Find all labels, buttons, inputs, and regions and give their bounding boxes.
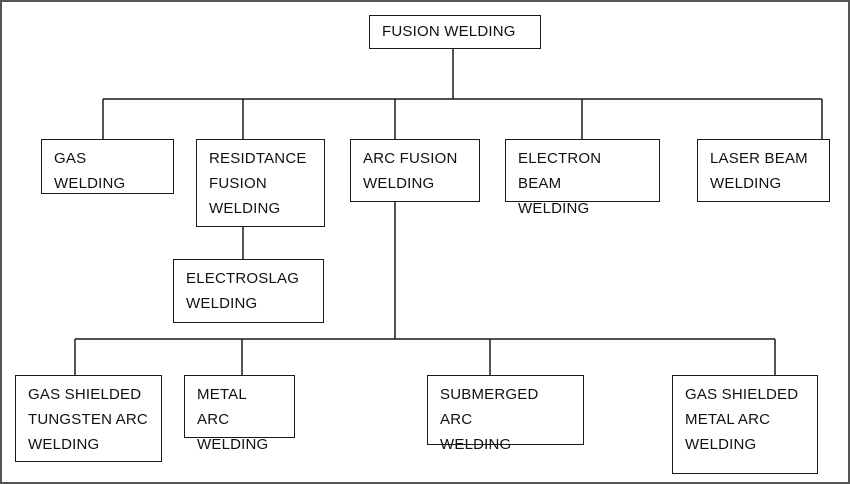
node-electron-beam-welding: ELECTRON BEAM WELDING [505,139,660,217]
node-gas-shielded-metal-arc-welding: GAS SHIELDED METAL ARC WELDING [672,375,818,474]
node-fusion-welding: FUSION WELDING [369,15,541,49]
node-arc-fusion-welding: ARC FUSION WELDING [350,139,480,202]
node-metal-arc-welding: METAL ARC WELDING [184,375,295,453]
node-submerged-arc-welding: SUBMERGED ARC WELDING [427,375,584,453]
node-gas-shielded-tungsten-arc-welding: GAS SHIELDED TUNGSTEN ARC WELDING [15,375,162,462]
node-gas-welding: GAS WELDING [41,139,174,194]
node-laser-beam-welding: LASER BEAM WELDING [697,139,830,202]
node-electroslag-welding: ELECTROSLAG WELDING [173,259,324,323]
node-resistance-fusion-welding: RESIDTANCE FUSION WELDING [196,139,325,227]
